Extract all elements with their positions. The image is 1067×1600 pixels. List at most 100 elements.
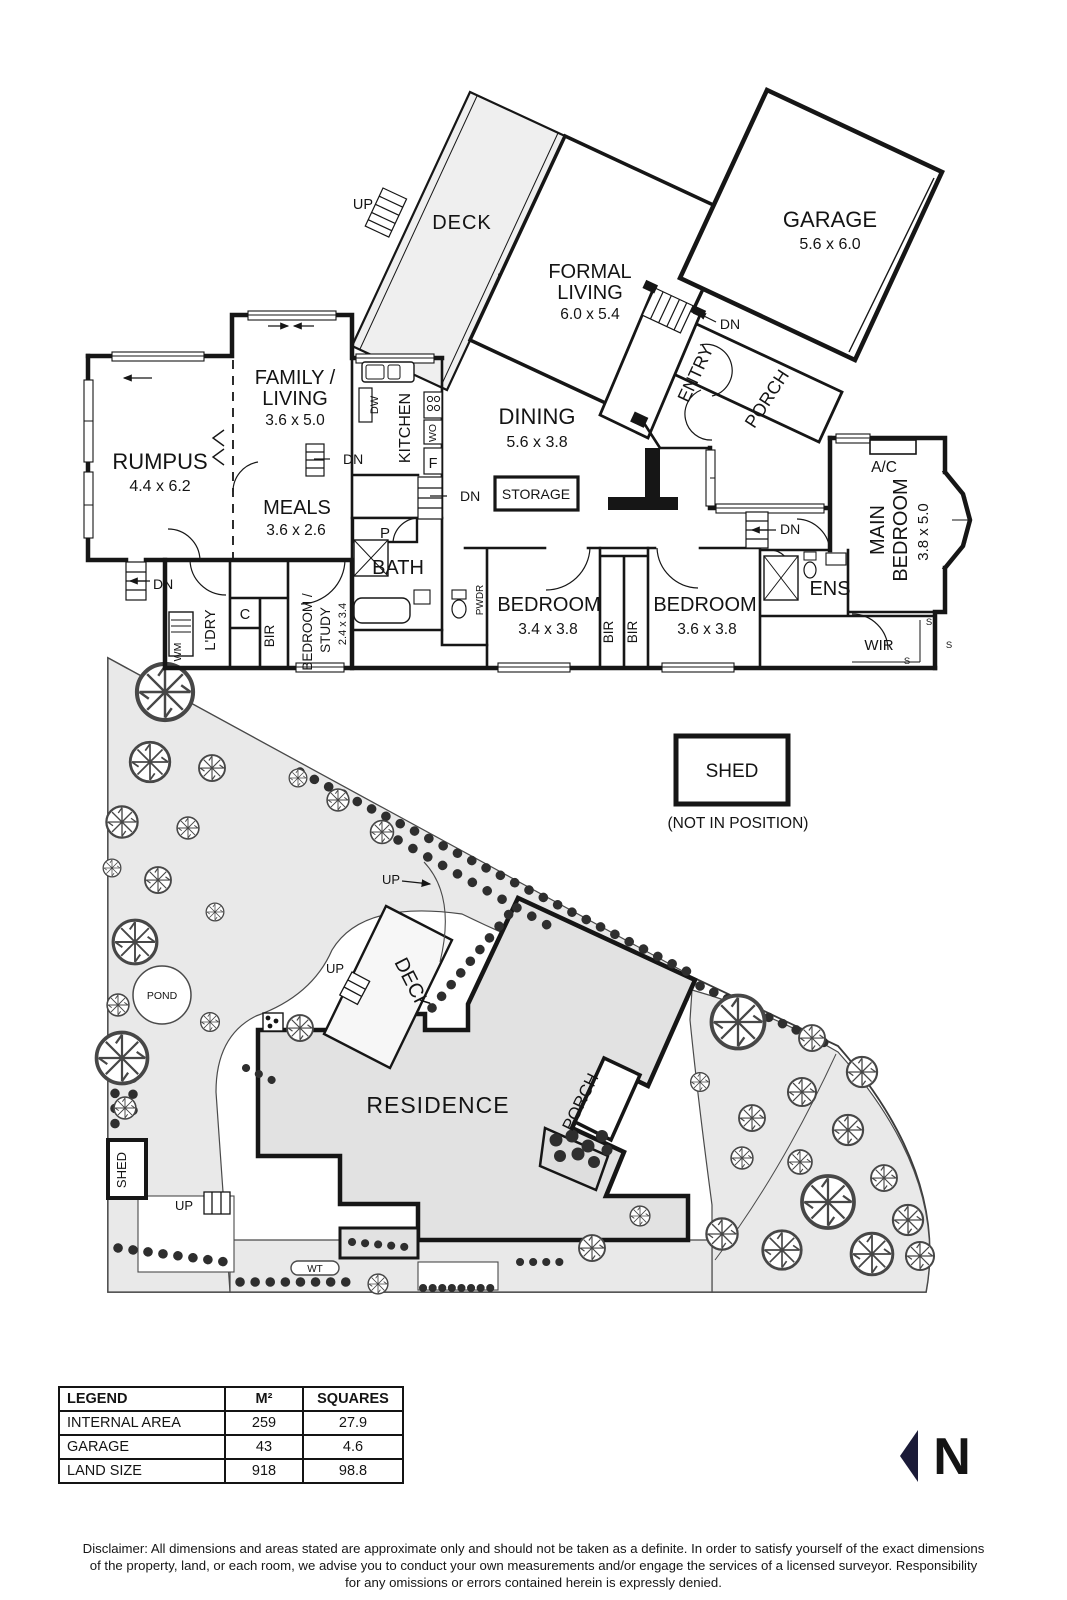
legend-header-m2: M² [224,1386,304,1412]
fp-meals-label: MEALS [263,497,331,519]
fp-family-dim: 3.6 x 5.0 [265,412,325,429]
north-arrow-icon [900,1430,918,1482]
fp-up-label: UP [353,197,373,213]
legend-row-internal: INTERNAL AREA 259 27.9 [58,1410,404,1436]
fp-bir-laundry: BIR [262,625,277,648]
fp-wm-label: WM [172,643,184,662]
fp-study-l1: BEDROOM / [300,593,315,671]
legend-squares-value: 4.6 [302,1434,404,1460]
fp-entry-door-arcs [684,343,733,441]
fp-dn-hall: DN [780,521,800,537]
fp-formal-l2: LIVING [557,282,623,304]
disclaimer-line2: of the property, land, or each room, we … [89,1558,978,1573]
legend-table: LEGEND M² SQUARES INTERNAL AREA 259 27.9… [58,1386,404,1484]
fp-main-dim: 3.8 x 5.0 [915,503,932,561]
ens-fixtures [763,551,847,601]
laundry-fixtures [168,611,194,657]
fp-pwdr-label: PWDR [475,585,486,616]
fp-pantry-box [351,516,419,544]
fp-p-label: P [380,525,390,542]
fp-family-l1: FAMILY / [255,367,336,389]
legend-m2-value: 918 [224,1458,304,1484]
fp-formal-dim: 6.0 x 5.4 [560,306,620,323]
fp-ldry-label: L'DRY [203,609,219,651]
water-tank [290,1260,340,1276]
fp-windows [83,310,968,673]
fp-dining-label: DINING [499,404,576,429]
fp-arrows [122,312,776,585]
site-shed-note: (NOT IN POSITION) [668,815,809,832]
site-up2-label: UP [326,961,344,976]
disclaimer-line3: for any omissions or errors contained he… [345,1575,722,1590]
site-shed-small-label: SHED [114,1152,129,1188]
fp-dn-rumpus: DN [153,576,173,592]
fp-bedroom2-dim: 3.6 x 3.8 [677,621,736,638]
fp-main-l1: MAIN [867,505,889,555]
fp-dn-garage: DN [720,316,740,332]
fp-entry-stairs [641,287,694,334]
plan-canvas: POND SHED WT UP UP UP [83,87,973,1295]
disclaimer: Disclaimer: All dimensions and areas sta… [0,1540,1067,1591]
legend-label: INTERNAL AREA [58,1410,226,1436]
legend-row-garage: GARAGE 43 4.6 [58,1434,404,1460]
fp-s1-label: S [926,617,932,628]
fp-family-l2: LIVING [262,388,328,410]
pond-label: POND [147,990,178,1002]
legend-m2-value: 43 [224,1434,304,1460]
legend-header-squares: SQUARES [302,1386,404,1412]
site-up1-arrow [401,879,432,887]
fp-storage-box [493,475,580,512]
water-tank-label: WT [307,1264,323,1275]
legend-header-row: LEGEND M² SQUARES [58,1386,404,1412]
floor-plan: DECK UP GARAGE 5.6 x 6.0 FORMAL LIVING 6… [83,87,973,673]
fp-garage-label: GARAGE [783,207,877,232]
fp-storage-label: STORAGE [502,486,570,502]
north-arrow: N [900,1428,971,1486]
legend-label: GARAGE [58,1434,226,1460]
fp-wo-label: WO [427,424,439,442]
fp-f-label: F [429,456,438,472]
legend-row-land: LAND SIZE 918 98.8 [58,1458,404,1484]
utility-box [262,1012,284,1032]
fp-dining-dim: 5.6 x 3.8 [506,434,567,451]
fp-bir2-label: BIR [625,621,640,644]
north-label: N [933,1428,971,1486]
fp-deck [350,90,567,392]
fp-meals-dim: 3.6 x 2.6 [266,522,325,539]
fp-dn-kitchen: DN [460,488,480,504]
legend-m2-value: 259 [224,1410,304,1436]
fp-bir1-label: BIR [601,621,616,644]
legend-label: LAND SIZE [58,1458,226,1484]
pond [132,965,192,1025]
fp-deck-label: DECK [432,212,492,234]
site-up3-label: UP [175,1198,193,1213]
fp-ens-label: ENS [809,578,850,600]
legend-squares-value: 27.9 [302,1410,404,1436]
fp-garage-door [848,177,935,353]
fp-dw-label: DW [369,395,381,414]
fp-wir-label: WIR [864,637,893,654]
fp-study-dim: 2.4 x 3.4 [337,603,349,645]
fp-garage-dim: 5.6 x 6.0 [799,236,860,253]
fp-deck-rails [359,95,559,387]
fp-s2-label: S [946,640,952,651]
fp-bedroom2-label: BEDROOM [653,594,756,616]
site-plan: POND SHED WT UP UP UP [94,656,936,1295]
site-up1-label: UP [382,872,400,887]
site-shed-small [106,1138,148,1200]
disclaimer-line1: Disclaimer: All dimensions and areas sta… [82,1541,985,1556]
fp-main-l2: BEDROOM [890,478,912,581]
site-shed-box [673,733,791,807]
fp-bath-label: BATH [372,557,424,579]
legend-squares-value: 98.8 [302,1458,404,1484]
site-stairs [203,971,371,1215]
fp-s3-label: S [904,656,910,667]
fp-rumpus-label: RUMPUS [112,449,207,474]
kitchen-fixtures [358,361,443,475]
fireplace [608,448,678,510]
fp-c-label: C [240,607,250,623]
site-residence-label: RESIDENCE [366,1092,509,1118]
ac-unit [869,439,917,455]
fp-walls-inner [228,356,947,670]
